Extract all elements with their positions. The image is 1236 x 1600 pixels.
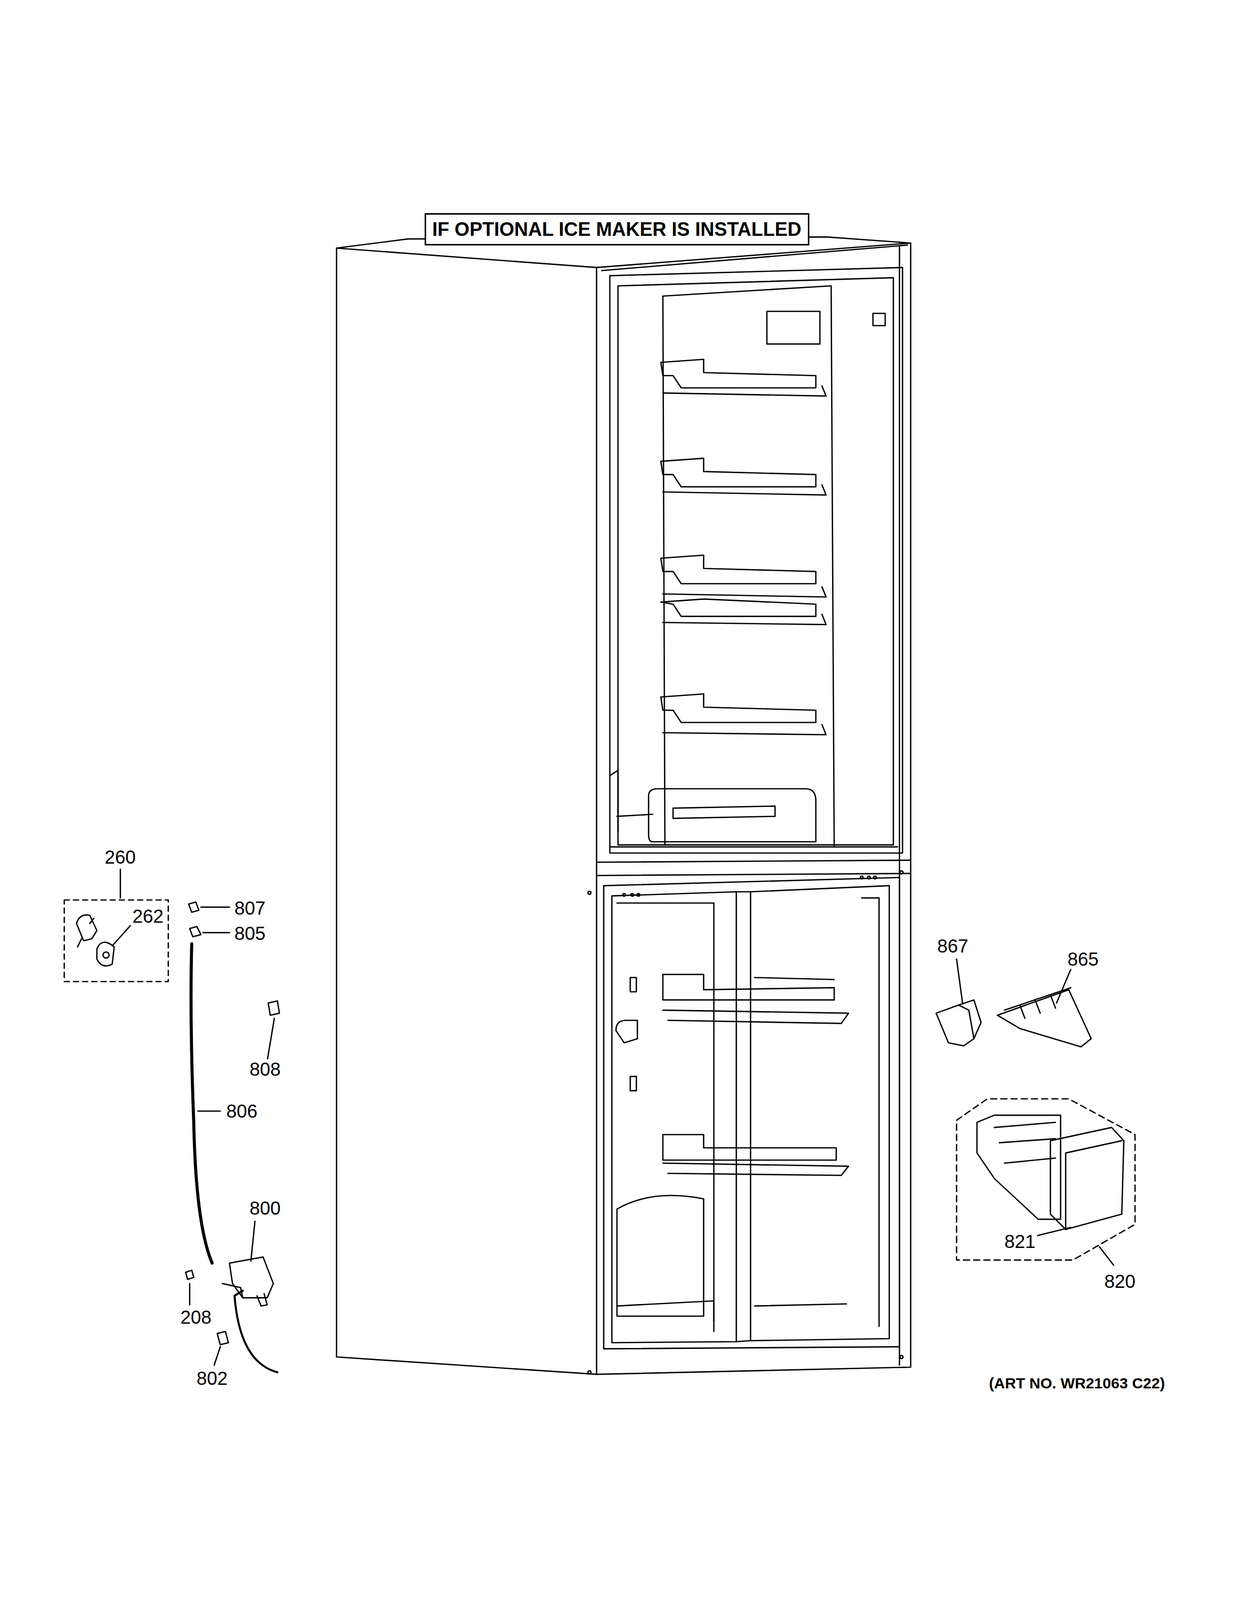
- art-number: (ART NO. WR21063 C22): [987, 1374, 1167, 1392]
- callout-number: 808: [247, 1059, 283, 1079]
- water-line-parts: [185, 901, 280, 1372]
- callout-number: 806: [224, 1101, 260, 1121]
- fresh-food-compartment: [609, 267, 903, 897]
- ice-maker-parts: [936, 958, 1136, 1265]
- freezer-compartment: [603, 877, 900, 1349]
- callout-number: 208: [178, 1307, 214, 1327]
- callout-number: 807: [232, 898, 268, 918]
- heading-box: IF OPTIONAL ICE MAKER IS INSTALLED: [424, 213, 810, 246]
- callout-number: 820: [1102, 1271, 1138, 1292]
- group-260: [64, 868, 169, 982]
- cabinet: [336, 236, 911, 1374]
- callout-number: 867: [935, 936, 970, 956]
- callout-number: 821: [1002, 1231, 1038, 1252]
- callout-number: 800: [247, 1198, 283, 1218]
- callout-number: 865: [1065, 949, 1101, 969]
- callout-number: 802: [194, 1368, 230, 1388]
- callout-number: 260: [103, 847, 138, 867]
- callout-number: 262: [130, 906, 166, 926]
- heading-text: IF OPTIONAL ICE MAKER IS INSTALLED: [432, 219, 802, 239]
- callout-number: 805: [232, 923, 268, 944]
